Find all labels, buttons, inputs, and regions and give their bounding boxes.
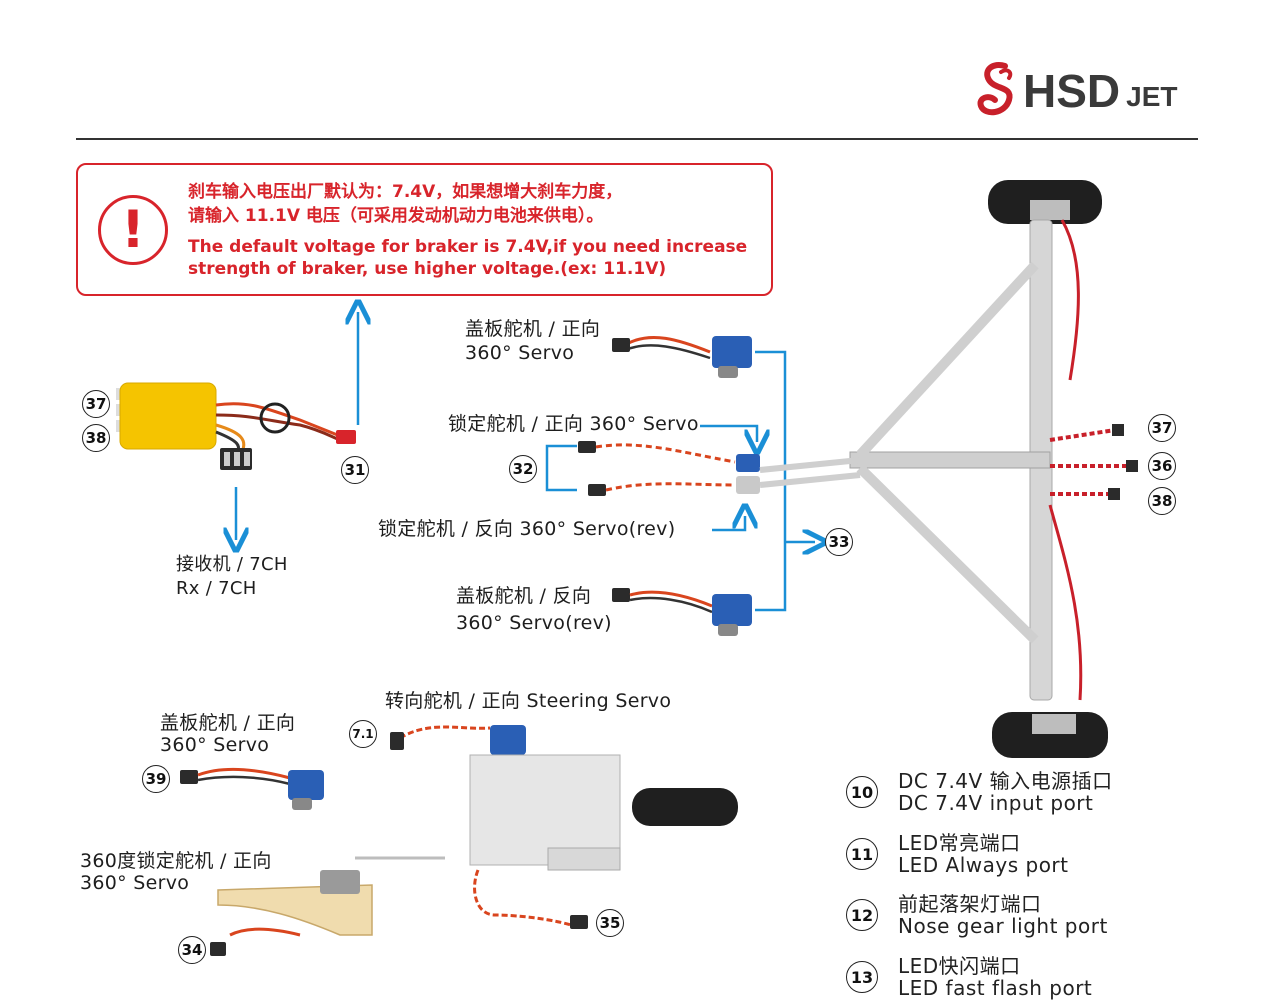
cover-servo-fwd2-label-cn: 盖板舵机 / 正向	[160, 712, 296, 734]
lock360-label-cn: 360度锁定舵机 / 正向	[80, 850, 272, 872]
lock360-servo-image	[210, 870, 373, 956]
cover-servo-fwd2-label-en: 360° Servo	[160, 734, 270, 756]
logo-text: HSD	[1023, 65, 1121, 117]
callout-38-right: 38	[1148, 487, 1176, 515]
hsd-jet-logo: HSD JET	[975, 60, 1177, 122]
port-label-cn: LED快闪端口	[898, 954, 1021, 978]
header-divider	[76, 138, 1198, 140]
callout-35: 35	[596, 909, 624, 937]
main-landing-gear-image	[759, 180, 1138, 758]
port-label-en: DC 7.4V input port	[898, 791, 1094, 815]
lock360-label-en: 360° Servo	[80, 872, 190, 894]
cover-servo-fwd-label-en: 360° Servo	[465, 342, 575, 364]
cover-servo-fwd2-image	[180, 767, 324, 810]
callout-36: 36	[1148, 452, 1176, 480]
port-label-en: LED fast flash port	[898, 976, 1093, 1000]
port-number: 12	[846, 899, 878, 931]
callout-32: 32	[509, 455, 537, 483]
logo-swirl-icon	[977, 62, 1013, 116]
port-number: 11	[846, 838, 878, 870]
cover-servo-rev-label-en: 360° Servo(rev)	[456, 612, 612, 634]
port-label-en: Nose gear light port	[898, 914, 1108, 938]
callout-34: 34	[178, 936, 206, 964]
callout-33: 33	[825, 528, 853, 556]
port-number: 10	[846, 776, 878, 808]
nose-gear-assembly-image	[355, 725, 738, 930]
receiver-label-en: Rx / 7CH	[176, 578, 257, 599]
brake-module	[116, 382, 356, 470]
lock-servo-rev-label: 锁定舵机 / 反向 360° Servo(rev)	[378, 518, 676, 540]
warning-line-3: The default voltage for braker is 7.4V,i…	[188, 237, 748, 257]
callout-39: 39	[142, 765, 170, 793]
logo-suffix: JET	[1126, 81, 1178, 112]
callout-31: 31	[341, 456, 369, 484]
warning-line-2: 请输入 11.1V 电压（可采用发动机动力电池来供电）。	[188, 206, 604, 226]
cover-servo-fwd-image	[612, 336, 752, 378]
callout-37-right: 37	[1148, 414, 1176, 442]
cover-servo-rev-image	[612, 588, 752, 636]
warning-line-1: 刹车输入电压出厂默认为：7.4V，如果想增大刹车力度，	[188, 182, 623, 202]
lock-servo-fwd-label: 锁定舵机 / 正向 360° Servo	[448, 413, 699, 435]
lock-servo-fwd-image	[578, 441, 760, 472]
port-label-cn: LED常亮端口	[898, 831, 1021, 855]
warning-icon: !	[98, 195, 168, 265]
port-label-cn: 前起落架灯端口	[898, 892, 1042, 916]
callout-37-left: 37	[82, 390, 110, 418]
cover-servo-rev-label-cn: 盖板舵机 / 反向	[456, 585, 592, 607]
warning-line-4: strength of braker, use higher voltage.(…	[188, 259, 667, 279]
warning-box: ! 刹车输入电压出厂默认为：7.4V，如果想增大刹车力度， 请输入 11.1V …	[76, 163, 773, 296]
receiver-label-cn: 接收机 / 7CH	[176, 554, 288, 575]
lock-servo-rev-image	[588, 476, 760, 496]
callout-7-1: 7.1	[349, 720, 377, 748]
steering-servo-label: 转向舵机 / 正向 Steering Servo	[385, 690, 672, 712]
callout-38-left: 38	[82, 424, 110, 452]
port-label-cn: DC 7.4V 输入电源插口	[898, 769, 1113, 793]
port-number: 13	[846, 961, 878, 993]
port-label-en: LED Always port	[898, 853, 1069, 877]
cover-servo-fwd-label-cn: 盖板舵机 / 正向	[465, 318, 601, 340]
